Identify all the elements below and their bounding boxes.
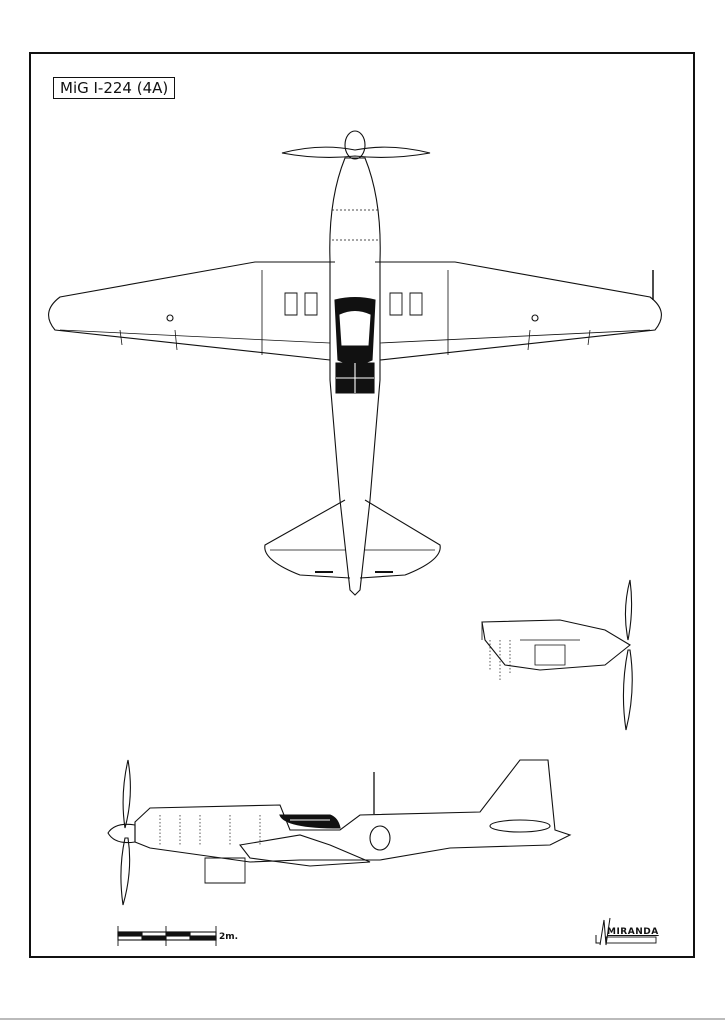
fuselage-top: [329, 157, 381, 596]
propeller-side: [107, 759, 136, 906]
wing-top: [48, 261, 662, 361]
tail-top: [264, 499, 441, 579]
scale-label: 2m.: [219, 932, 239, 942]
drawing-title: MiG I-224 (4A): [53, 77, 176, 99]
signature-logo: [595, 917, 657, 946]
partial-side-view: [481, 579, 633, 731]
page-edge: [0, 1018, 725, 1020]
top-view: [48, 130, 662, 596]
drawing-frame: [29, 52, 695, 958]
side-view: [107, 759, 572, 906]
propeller-top: [281, 130, 431, 160]
signature-text: MIRANDA: [607, 927, 659, 937]
wing-side: [239, 834, 371, 867]
fuselage-side: [134, 759, 572, 863]
scale-bar: [117, 926, 217, 946]
